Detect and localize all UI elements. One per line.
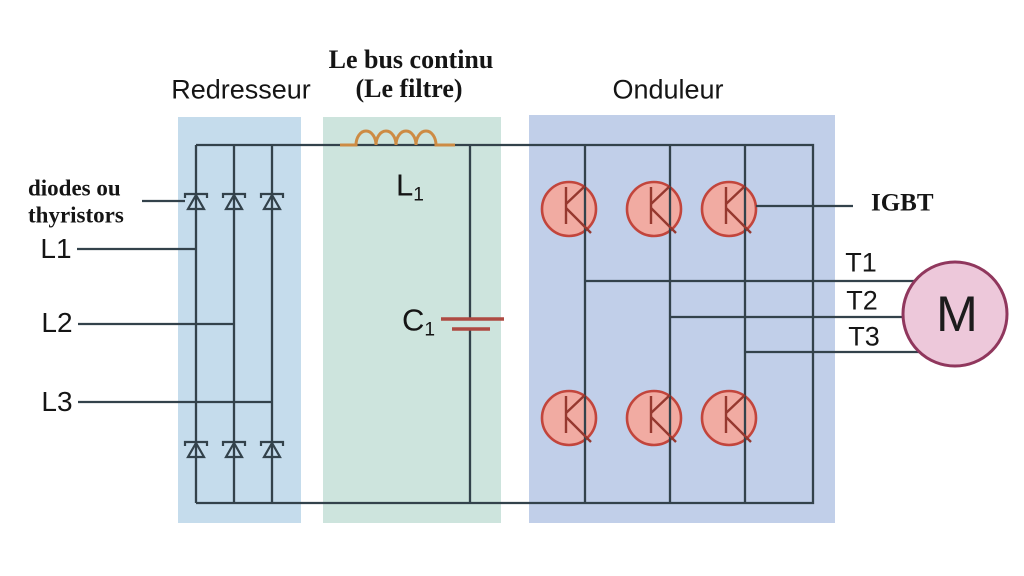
igbt-transistor-symbols	[564, 185, 752, 443]
rectifier-title: Redresseur	[171, 74, 311, 105]
dc-bus-wire	[196, 143, 815, 505]
diode-icon	[259, 440, 285, 459]
motor-label: M	[936, 286, 978, 342]
output-terminal-label-t1: T1	[845, 247, 877, 278]
diode-icon	[259, 192, 285, 211]
diode-icon	[221, 440, 247, 459]
input-phase-wires	[77, 247, 272, 404]
input-phase-label-l3: L3	[41, 386, 73, 417]
inverter-title: Onduleur	[612, 74, 724, 105]
motor-icon	[901, 260, 1009, 368]
inverter-leg-wires	[583, 145, 747, 503]
diodes-note-line2: thyristors	[28, 202, 124, 228]
diodes-note-line1: diodes ou	[28, 175, 121, 201]
diode-icon	[221, 192, 247, 211]
rectifier-section-box	[178, 117, 301, 523]
dc-bus-title-line2: (Le filtre)	[355, 74, 463, 103]
inductor-icon	[340, 129, 455, 147]
capacitor-icon	[441, 317, 504, 331]
output-terminal-wires	[585, 279, 955, 354]
diode-icon	[183, 440, 209, 459]
dc-bus-title-line1: Le bus continu	[328, 45, 494, 74]
input-phase-label-l1: L1	[40, 233, 72, 264]
capacitor-label: C1	[402, 302, 436, 341]
output-terminal-label-t3: T3	[848, 321, 880, 352]
output-terminal-label-t2: T2	[846, 285, 878, 316]
diode-icon	[183, 192, 209, 211]
inductor-label: L1	[396, 167, 424, 206]
input-phase-label-l2: L2	[41, 307, 73, 338]
igbt-label: IGBT	[871, 189, 934, 217]
igbt-transistor-icon	[540, 180, 758, 447]
